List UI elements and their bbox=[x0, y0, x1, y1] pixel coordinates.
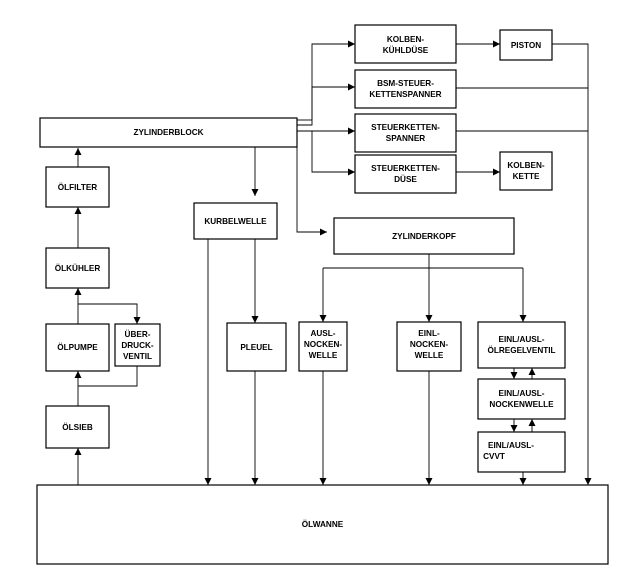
node-label-einl-ausl-nockenwelle: NOCKENWELLE bbox=[489, 400, 554, 409]
node-box bbox=[354, 69, 457, 109]
node-label-einl-ausl-nockenwelle: EINL/AUSL- bbox=[499, 389, 545, 398]
node-box bbox=[226, 322, 287, 372]
node-label-bsm-steuerkettenspanner: KETTENSPANNER bbox=[369, 90, 441, 99]
node-box bbox=[45, 166, 110, 208]
node-box bbox=[298, 321, 348, 372]
node-zylinderkopf: ZYLINDERKOPF bbox=[333, 217, 515, 255]
node-box bbox=[39, 117, 298, 148]
node-label-steuerkettenspanner: STEUERKETTEN- bbox=[371, 123, 440, 132]
node-box bbox=[477, 321, 566, 369]
node-label-steuerkettenspanner: SPANNER bbox=[386, 134, 426, 143]
node-oelwanne: ÖLWANNE bbox=[36, 484, 609, 565]
node-label-ueberdruckventil: DRUCK- bbox=[121, 341, 154, 350]
node-box bbox=[36, 484, 609, 565]
node-oelfilter: ÖLFILTER bbox=[45, 166, 110, 208]
node-label-ausl-nockenwelle: AUSL- bbox=[310, 329, 335, 338]
node-box bbox=[477, 431, 566, 473]
node-label-bsm-steuerkettenspanner: BSM-STEUER- bbox=[377, 79, 434, 88]
node-label-piston: PISTON bbox=[511, 41, 541, 50]
arrow-to-steuerkettenduese bbox=[311, 131, 355, 176]
node-bsm-steuerkettenspanner: BSM-STEUER- KETTENSPANNER bbox=[354, 69, 457, 109]
node-label-steuerkettenduese: DÜSE bbox=[394, 174, 417, 184]
node-label-kolbenkette: KETTE bbox=[513, 172, 540, 181]
nodes: KOLBEN- KÜHLDÜSE PISTON BSM-STEUER- KETT… bbox=[36, 24, 609, 565]
node-label-kolbenkette: KOLBEN- bbox=[507, 161, 545, 170]
node-label-kolben-kuehlduese: KOLBEN- bbox=[387, 35, 425, 44]
node-label-oelkuehler: ÖLKÜHLER bbox=[55, 263, 101, 273]
node-label-steuerkettenduese: STEUERKETTEN- bbox=[371, 164, 440, 173]
node-einl-ausl-nockenwelle: EINL/AUSL- NOCKENWELLE bbox=[477, 378, 566, 420]
node-label-einl-ausl-cvvt: EINL/AUSL- bbox=[488, 441, 534, 450]
node-label-zylinderblock: ZYLINDERBLOCK bbox=[133, 128, 203, 137]
arrow-to-bsm-steuerkettenspanner bbox=[297, 83, 355, 126]
node-box bbox=[45, 323, 110, 372]
node-box bbox=[499, 151, 553, 191]
node-label-ueberdruckventil: VENTIL bbox=[123, 352, 152, 361]
node-box bbox=[354, 24, 457, 64]
node-pleuel: PLEUEL bbox=[226, 322, 287, 372]
node-label-zylinderkopf: ZYLINDERKOPF bbox=[392, 232, 456, 241]
node-oelpumpe: ÖLPUMPE bbox=[45, 323, 110, 372]
node-label-einl-ausl-cvvt: CVVT bbox=[483, 452, 505, 461]
node-piston: PISTON bbox=[499, 29, 553, 61]
node-einl-ausl-oelregelventil: EINL/AUSL- ÖLREGELVENTIL bbox=[477, 321, 566, 369]
node-label-einl-nockenwelle: NOCKEN- bbox=[410, 340, 448, 349]
node-box bbox=[333, 217, 515, 255]
node-steuerkettenspanner: STEUERKETTEN- SPANNER bbox=[354, 113, 457, 153]
node-box bbox=[499, 29, 553, 61]
bypass-return bbox=[78, 366, 138, 387]
arrow-to-zylinderkopf bbox=[296, 147, 327, 236]
node-kolbenkette: KOLBEN- KETTE bbox=[499, 151, 553, 191]
node-steuerkettenduese: STEUERKETTEN- DÜSE bbox=[354, 154, 457, 194]
node-label-oelsieb: ÖLSIEB bbox=[62, 422, 93, 432]
node-label-pleuel: PLEUEL bbox=[240, 343, 272, 352]
node-einl-ausl-cvvt: EINL/AUSL- CVVT bbox=[477, 431, 566, 473]
node-label-ausl-nockenwelle: NOCKEN- bbox=[304, 340, 342, 349]
return-piston-to-oelwanne bbox=[552, 43, 592, 485]
node-label-einl-nockenwelle: WELLE bbox=[415, 351, 444, 360]
node-label-kolben-kuehlduese: KÜHLDÜSE bbox=[383, 45, 429, 55]
node-ueberdruckventil: ÜBER- DRUCK- VENTIL bbox=[114, 323, 161, 367]
node-label-kurbelwelle: KURBELWELLE bbox=[204, 217, 267, 226]
node-oelkuehler: ÖLKÜHLER bbox=[45, 247, 110, 289]
node-box bbox=[45, 405, 110, 449]
node-box bbox=[45, 247, 110, 289]
node-ausl-nockenwelle: AUSL- NOCKEN- WELLE bbox=[298, 321, 348, 372]
node-label-oelpumpe: ÖLPUMPE bbox=[57, 342, 98, 352]
node-label-einl-ausl-oelregelventil: EINL/AUSL- bbox=[499, 335, 545, 344]
node-box bbox=[477, 378, 566, 420]
arrow-to-ueberdruckventil bbox=[78, 303, 141, 324]
arrow-to-kolben-kuehlduese bbox=[311, 40, 355, 120]
node-box bbox=[193, 202, 278, 240]
node-box bbox=[354, 113, 457, 153]
node-kurbelwelle: KURBELWELLE bbox=[193, 202, 278, 240]
connectors bbox=[74, 40, 592, 485]
node-label-einl-nockenwelle: EINL- bbox=[418, 329, 440, 338]
node-box bbox=[354, 154, 457, 194]
node-oelsieb: ÖLSIEB bbox=[45, 405, 110, 449]
node-label-einl-ausl-oelregelventil: ÖLREGELVENTIL bbox=[487, 345, 555, 355]
node-box bbox=[114, 323, 161, 367]
node-kolben-kuehlduese: KOLBEN- KÜHLDÜSE bbox=[354, 24, 457, 64]
node-label-oelfilter: ÖLFILTER bbox=[58, 182, 98, 192]
node-label-ausl-nockenwelle: WELLE bbox=[309, 351, 338, 360]
node-box bbox=[396, 321, 462, 372]
node-label-oelwanne: ÖLWANNE bbox=[302, 519, 344, 529]
node-label-ueberdruckventil: ÜBER- bbox=[125, 329, 151, 339]
node-einl-nockenwelle: EINL- NOCKEN- WELLE bbox=[396, 321, 462, 372]
node-zylinderblock: ZYLINDERBLOCK bbox=[39, 117, 298, 148]
